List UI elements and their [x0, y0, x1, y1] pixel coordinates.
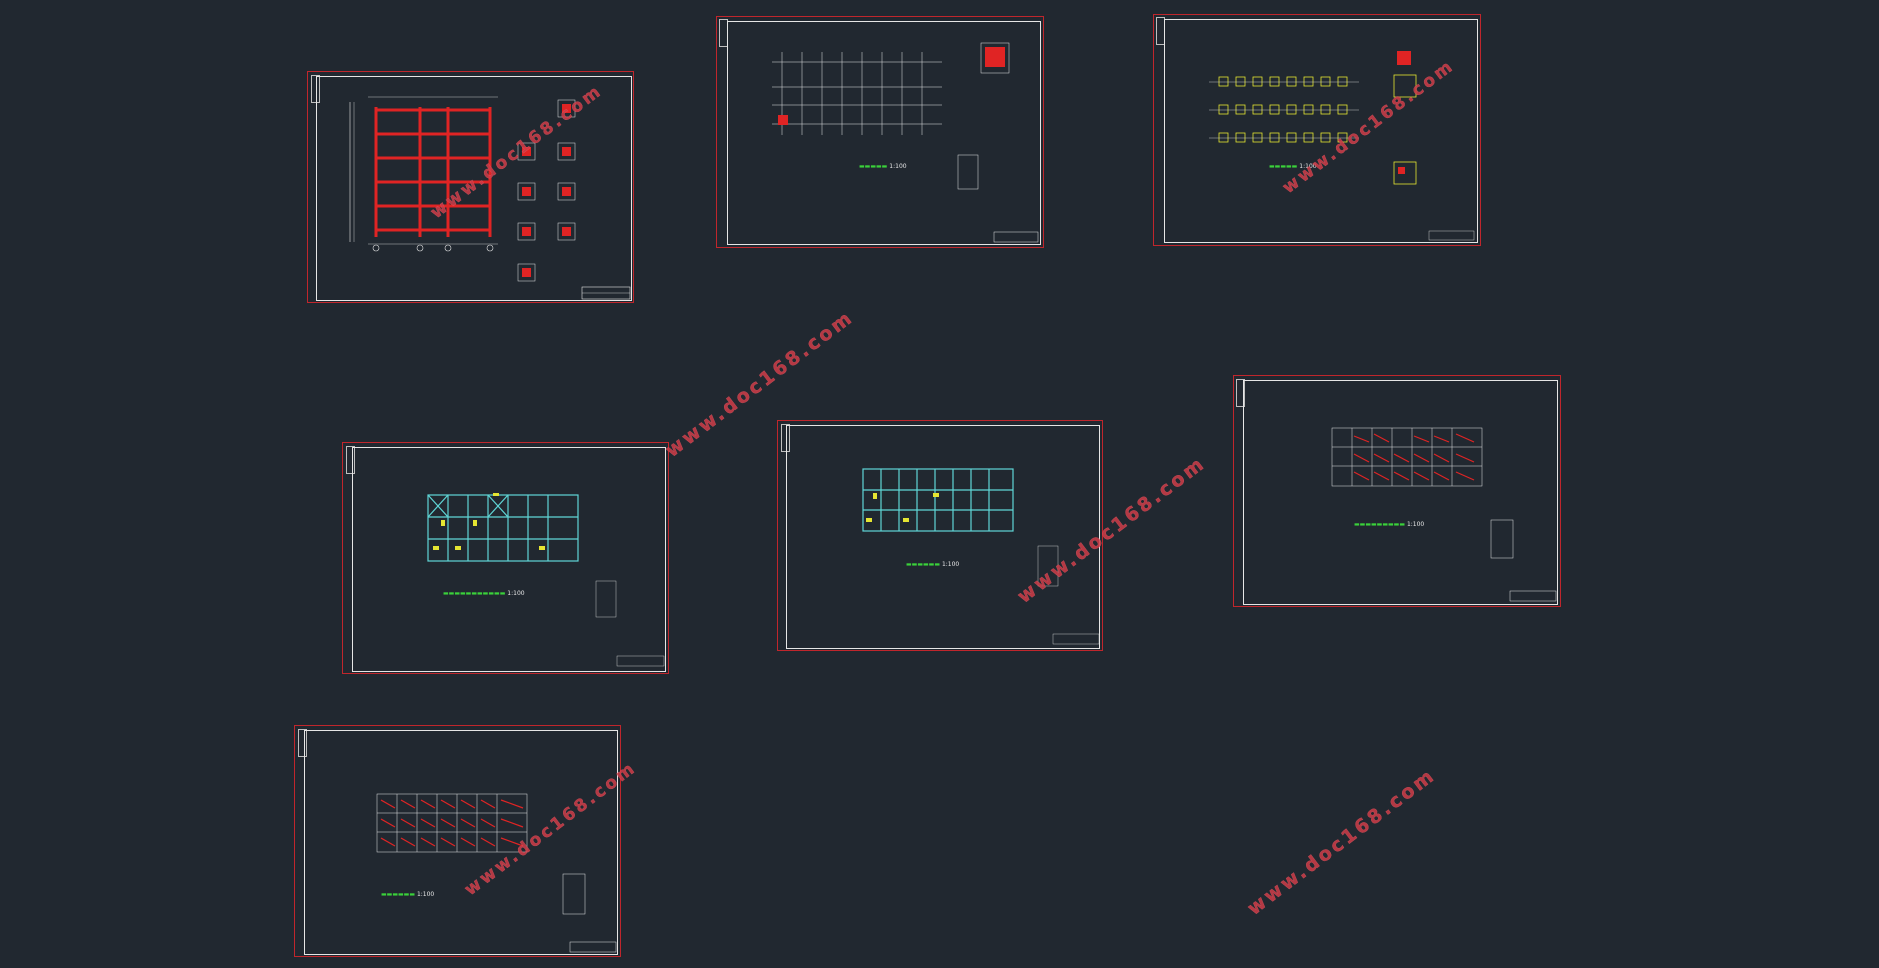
sheet-caption: ▬▬▬▬▬▬▬▬▬▬▬ 1:100 [443, 590, 525, 597]
sheet-side-strip [781, 424, 790, 452]
pile-cap-plan-drawing [1209, 51, 1475, 241]
sheet-inner-frame [1243, 380, 1558, 605]
drawing-sheet-slab-reinforcement-plan[interactable]: ▬▬▬▬▬▬▬▬▬ 1:100 [1233, 375, 1561, 607]
sheet-caption: ▬▬▬▬▬▬ 1:100 [906, 561, 960, 568]
foundation-plan-drawing [772, 42, 1039, 243]
sheet-inner-frame [304, 730, 618, 955]
roof-slab-plan-drawing [376, 793, 617, 953]
sheet-inner-frame [786, 425, 1100, 649]
sheet-caption: ▬▬▬▬▬▬ 1:100 [381, 891, 435, 898]
sheet-caption: ▬▬▬▬▬ 1:100 [859, 163, 907, 170]
watermark-text: www.doc168.com [1243, 764, 1440, 920]
sheet-side-strip [311, 75, 320, 103]
sheet-side-strip [346, 446, 355, 474]
sheet-side-strip [298, 729, 307, 757]
sheet-inner-frame [316, 76, 632, 301]
frame-elevation-drawing [349, 96, 631, 300]
drawing-sheet-floor-beam-plan[interactable]: ▬▬▬▬▬▬▬▬▬▬▬ 1:100 [342, 442, 669, 674]
sheet-inner-frame [352, 447, 666, 672]
roof-beam-plan-drawing [862, 468, 1100, 645]
sheet-caption: ▬▬▬▬▬▬▬▬▬ 1:100 [1354, 521, 1425, 528]
sheet-inner-frame [1164, 19, 1478, 243]
drawing-sheet-roof-beam-plan[interactable]: ▬▬▬▬▬▬ 1:100 [777, 420, 1103, 651]
drawing-sheet-frame-elevation[interactable] [307, 71, 634, 303]
sheet-caption: ▬▬▬▬▬ 1:100 [1269, 163, 1317, 170]
drawing-sheet-roof-slab-plan[interactable]: ▬▬▬▬▬▬ 1:100 [294, 725, 621, 957]
drawing-sheet-foundation-plan[interactable]: ▬▬▬▬▬ 1:100 [716, 16, 1044, 248]
slab-reinforcement-plan-drawing [1331, 427, 1557, 602]
sheet-inner-frame [727, 21, 1041, 245]
drawing-sheet-pile-cap-plan[interactable]: ▬▬▬▬▬ 1:100 [1153, 14, 1481, 246]
sheet-side-strip [1236, 379, 1245, 407]
floor-beam-plan-drawing [427, 493, 665, 667]
